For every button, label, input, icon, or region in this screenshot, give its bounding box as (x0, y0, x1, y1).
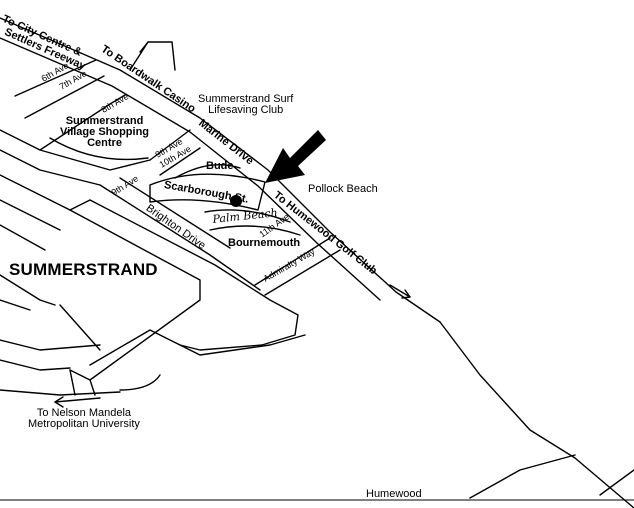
arrow-icon (265, 130, 326, 183)
area-label-summerstrand: SUMMERSTRAND (9, 260, 158, 279)
humewood-road (469, 454, 576, 499)
place-nmmu: To Nelson Mandela Metropolitan Universit… (28, 408, 140, 430)
place-surf-club: Summerstrand Surf Lifesaving Club (198, 94, 293, 116)
road-brighton-drive (99, 184, 261, 291)
road-7th-ave (24, 75, 105, 119)
road-admiralty-way (254, 237, 331, 286)
golf-arrow (389, 284, 411, 298)
road-label-bude: Bude (206, 160, 234, 172)
road-label-bournemouth: Bournemouth (228, 237, 301, 249)
location-dot (230, 195, 242, 207)
marine-drive-road-edge (0, 37, 381, 301)
surf-club-line1: Summerstrand Surf (198, 93, 294, 105)
shopping-line2: Village Shopping (60, 126, 150, 138)
nmmu-line2: Metropolitan University (28, 418, 140, 430)
shopping-line3: Centre (87, 137, 122, 149)
surf-club-line2: Lifesaving Club (208, 104, 284, 116)
residential-block (69, 209, 201, 381)
road-9th-ave (149, 129, 191, 161)
place-pollock-beach: Pollock Beach (308, 183, 378, 195)
place-shopping-centre: Summerstrand Village Shopping Centre (60, 116, 149, 149)
road-8th-ave (39, 94, 126, 151)
nmmu-arrow (54, 397, 101, 403)
coast-road (439, 321, 634, 508)
scarborough-loop (149, 173, 266, 211)
road-6th-ave (14, 59, 97, 97)
marine-drive-road (0, 17, 441, 323)
shopping-centre-arc (49, 137, 149, 161)
place-humewood: Humewood (366, 488, 422, 500)
shopping-line1: Summerstrand (65, 115, 144, 127)
nmmu-line1: To Nelson Mandela (36, 407, 132, 419)
